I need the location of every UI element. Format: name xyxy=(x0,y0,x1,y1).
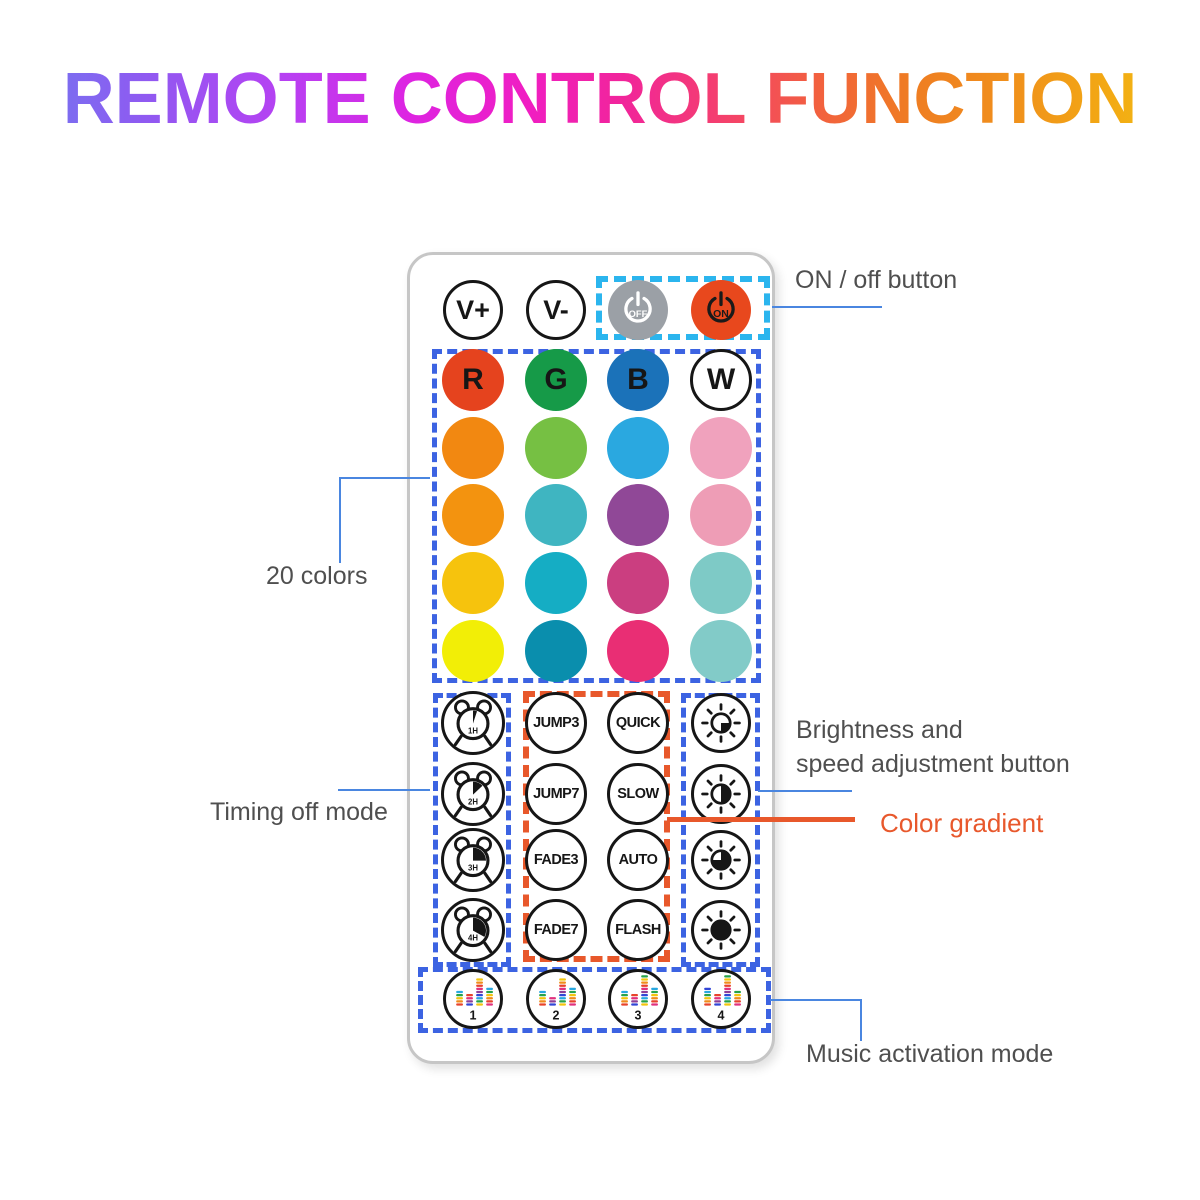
sun-brightness-full-icon xyxy=(698,907,744,953)
gradient-buttons-outline xyxy=(523,691,670,962)
svg-text:3: 3 xyxy=(635,1009,642,1023)
music-connector-h xyxy=(770,999,862,1001)
alarm-clock-icon: 4H xyxy=(447,904,499,956)
music-buttons-outline xyxy=(418,967,771,1033)
color-button-r5c1[interactable] xyxy=(442,620,504,682)
svg-text:2H: 2H xyxy=(468,797,478,806)
color-button-r4c3[interactable] xyxy=(607,552,669,614)
mode-jump3-button[interactable]: JUMP3 xyxy=(525,692,587,754)
music-mode-2-button[interactable]: 2 xyxy=(526,969,586,1029)
music-mode-3-button[interactable]: 3 xyxy=(608,969,668,1029)
alarm-clock-icon: 3H xyxy=(447,834,499,886)
music-connector-v xyxy=(860,999,862,1041)
colors-count-label: 20 colors xyxy=(266,562,368,590)
equalizer-icon: 2 xyxy=(531,974,581,1024)
power-buttons-outline xyxy=(596,276,770,340)
power-on-icon: ON xyxy=(699,288,743,332)
color-button-r2c1[interactable] xyxy=(442,417,504,479)
color-button-r5c3[interactable] xyxy=(607,620,669,682)
timer-2h-button[interactable]: 2H xyxy=(441,762,505,826)
svg-text:2: 2 xyxy=(553,1009,560,1023)
on-off-label: ON / off button xyxy=(795,266,958,294)
power-on-button[interactable]: ON xyxy=(691,280,751,340)
svg-text:4H: 4H xyxy=(468,933,478,942)
color-button-r2c2[interactable] xyxy=(525,417,587,479)
volume-minus-button[interactable]: V- xyxy=(526,280,586,340)
color-button-r4c1[interactable] xyxy=(442,552,504,614)
timing-connector xyxy=(338,789,430,791)
color-button-b[interactable]: B xyxy=(607,349,669,411)
equalizer-icon: 3 xyxy=(613,974,663,1024)
brightness-half-button[interactable] xyxy=(691,764,751,824)
mode-fade7-button[interactable]: FADE7 xyxy=(525,899,587,961)
color-button-w[interactable]: W xyxy=(690,349,752,411)
svg-text:OFF: OFF xyxy=(629,309,648,319)
music-mode-4-button[interactable]: 4 xyxy=(691,969,751,1029)
on-off-connector xyxy=(772,306,882,308)
timer-1h-button[interactable]: 1H xyxy=(441,691,505,755)
svg-text:4: 4 xyxy=(718,1009,725,1023)
brightness-full-button[interactable] xyxy=(691,900,751,960)
brightness-three-quarter-button[interactable] xyxy=(691,830,751,890)
brightness-label-line2: speed adjustment button xyxy=(796,750,1070,778)
mode-slow-button[interactable]: SLOW xyxy=(607,763,669,825)
colors-connector-v xyxy=(339,477,341,563)
color-button-g[interactable]: G xyxy=(525,349,587,411)
power-off-button[interactable]: OFF xyxy=(608,280,668,340)
volume-plus-button[interactable]: V+ xyxy=(443,280,503,340)
page-title: REMOTE CONTROL FUNCTION xyxy=(0,58,1200,140)
timing-label: Timing off mode xyxy=(210,798,388,826)
brightness-connector xyxy=(758,790,852,792)
power-off-icon: OFF xyxy=(616,288,660,332)
svg-text:1H: 1H xyxy=(468,726,478,735)
svg-text:3H: 3H xyxy=(468,863,478,872)
alarm-clock-icon: 2H xyxy=(447,768,499,820)
brightness-label-line1: Brightness and xyxy=(796,716,963,744)
color-grid-outline xyxy=(432,349,761,683)
music-mode-1-button[interactable]: 1 xyxy=(443,969,503,1029)
sun-brightness-three-quarter-icon xyxy=(698,837,744,883)
color-button-r2c3[interactable] xyxy=(607,417,669,479)
color-gradient-connector xyxy=(667,817,855,822)
mode-fade3-button[interactable]: FADE3 xyxy=(525,829,587,891)
timer-3h-button[interactable]: 3H xyxy=(441,828,505,892)
svg-text:1: 1 xyxy=(470,1009,477,1023)
mode-auto-button[interactable]: AUTO xyxy=(607,829,669,891)
mode-quick-button[interactable]: QUICK xyxy=(607,692,669,754)
color-button-r4c2[interactable] xyxy=(525,552,587,614)
color-button-r[interactable]: R xyxy=(442,349,504,411)
sun-brightness-half-icon xyxy=(698,771,744,817)
colors-connector-h xyxy=(339,477,430,479)
color-button-r4c4[interactable] xyxy=(690,552,752,614)
color-button-r5c2[interactable] xyxy=(525,620,587,682)
color-button-r2c4[interactable] xyxy=(690,417,752,479)
music-label: Music activation mode xyxy=(806,1040,1054,1068)
color-button-r3c3[interactable] xyxy=(607,484,669,546)
mode-jump7-button[interactable]: JUMP7 xyxy=(525,763,587,825)
color-button-r3c1[interactable] xyxy=(442,484,504,546)
sun-brightness-quarter-icon xyxy=(698,700,744,746)
timer-4h-button[interactable]: 4H xyxy=(441,898,505,962)
alarm-clock-icon: 1H xyxy=(447,697,499,749)
equalizer-icon: 1 xyxy=(448,974,498,1024)
color-button-r5c4[interactable] xyxy=(690,620,752,682)
equalizer-icon: 4 xyxy=(696,974,746,1024)
mode-flash-button[interactable]: FLASH xyxy=(607,899,669,961)
svg-text:ON: ON xyxy=(713,309,729,320)
color-button-r3c4[interactable] xyxy=(690,484,752,546)
color-gradient-label: Color gradient xyxy=(880,808,1044,838)
color-button-r3c2[interactable] xyxy=(525,484,587,546)
brightness-quarter-button[interactable] xyxy=(691,693,751,753)
